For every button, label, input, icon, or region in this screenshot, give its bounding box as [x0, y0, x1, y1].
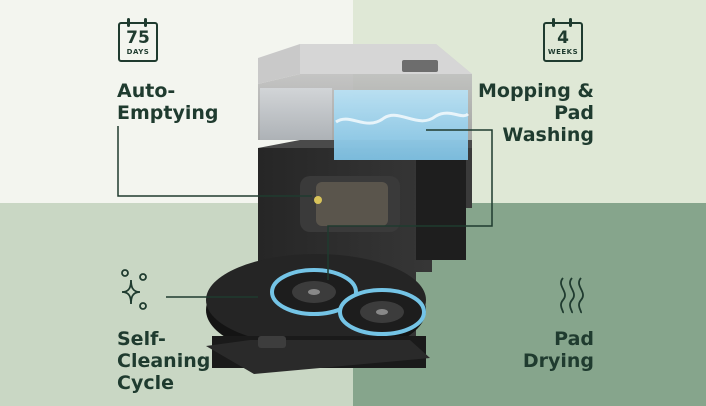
badge-unit: WEEKS — [547, 48, 579, 56]
calendar-icon: 4 WEEKS — [543, 18, 583, 62]
calendar-ring — [569, 18, 572, 27]
badge-number: 4 — [557, 28, 569, 48]
badge-number: 75 — [126, 28, 150, 48]
feature-label-pad-drying: Pad Drying — [522, 328, 594, 372]
connector-lines — [117, 126, 493, 298]
badge-unit: DAYS — [126, 48, 150, 56]
calendar-ring — [144, 18, 147, 27]
calendar-frame — [118, 22, 158, 62]
mop-pads — [270, 268, 426, 336]
heat-waves-icon — [560, 277, 584, 314]
calendar-ring — [552, 18, 555, 27]
feature-label-auto-emptying: Auto- Emptying — [117, 80, 219, 124]
calendar-ring — [127, 18, 130, 27]
sparkle-icon — [121, 269, 147, 310]
calendar-frame — [543, 22, 583, 62]
calendar-icon: 75 DAYS — [118, 18, 158, 62]
feature-label-self-cleaning: Self- Cleaning Cycle — [117, 328, 211, 394]
feature-label-mopping: Mopping & Pad Washing — [478, 80, 594, 146]
